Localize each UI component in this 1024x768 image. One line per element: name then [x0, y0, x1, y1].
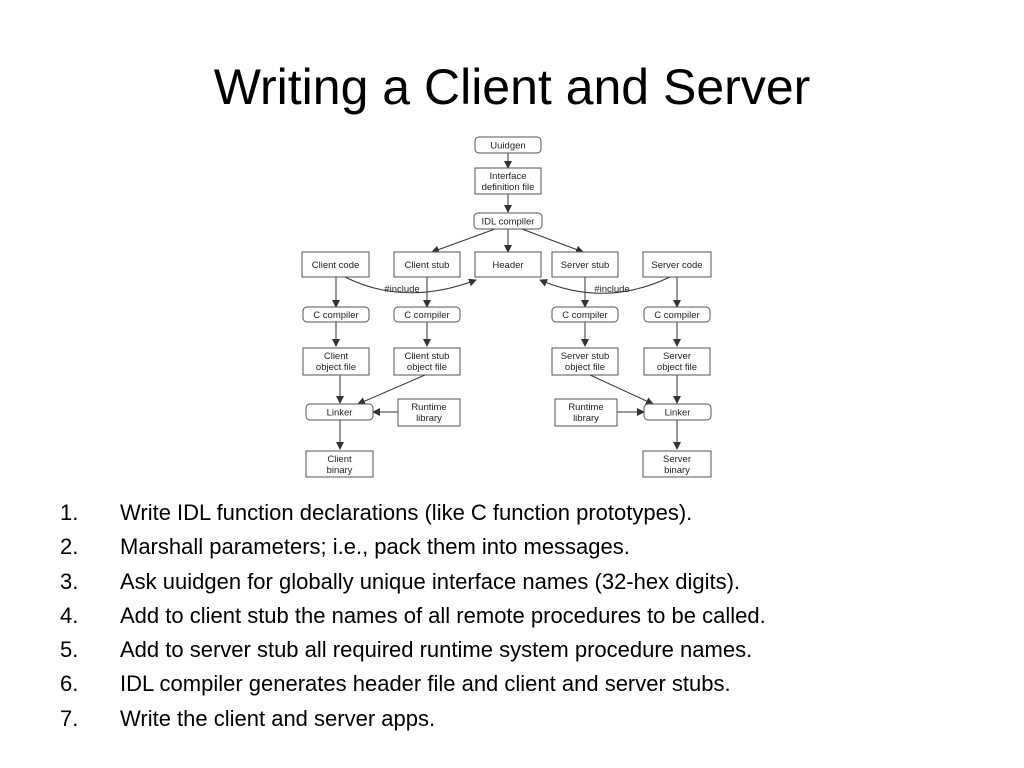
arrow-server-stub-obj-to-linker	[589, 374, 654, 405]
list-item: 2. Marshall parameters; i.e., pack them i…	[60, 530, 766, 564]
svg-text:binary: binary	[327, 465, 353, 476]
svg-text:Header: Header	[492, 260, 523, 271]
svg-text:library: library	[573, 413, 599, 424]
svg-text:Server code: Server code	[651, 260, 702, 271]
client-code-box: Client code	[301, 251, 370, 278]
svg-text:Client stub: Client stub	[405, 260, 450, 271]
svg-text:object file: object file	[565, 362, 605, 373]
include-label-client: #include	[384, 284, 419, 295]
server-runtime-library-box: Runtime library	[554, 398, 618, 427]
server-linker-box: Linker	[643, 403, 712, 421]
list-item-text: Ask uuidgen for globally unique interfac…	[120, 568, 741, 594]
arrow-idl-to-server-stub	[521, 228, 584, 254]
server-object-file-box: Server object file	[643, 347, 711, 376]
svg-text:C compiler: C compiler	[313, 310, 358, 321]
list-item-number: 2.	[60, 534, 79, 560]
arrow-client-stub-obj-to-linker	[357, 374, 426, 405]
svg-text:Runtime: Runtime	[568, 402, 603, 413]
list-item-text: Add to client stub the names of all remo…	[120, 602, 766, 628]
server-code-box: Server code	[642, 251, 712, 278]
c-compiler-client-stub-box: C compiler	[393, 306, 461, 323]
svg-text:Client code: Client code	[312, 260, 360, 271]
client-binary-box: Client binary	[305, 450, 374, 478]
svg-text:object file: object file	[407, 362, 447, 373]
server-binary-box: Server binary	[642, 450, 712, 478]
svg-text:Runtime: Runtime	[411, 402, 446, 413]
list-item-text: Write IDL function declarations (like C …	[120, 500, 693, 525]
svg-text:library: library	[416, 413, 442, 424]
slide-title: Writing a Client and Server	[213, 59, 811, 115]
client-runtime-library-box: Runtime library	[397, 398, 461, 427]
svg-text:C compiler: C compiler	[562, 310, 607, 321]
svg-text:binary: binary	[664, 465, 690, 476]
svg-text:Client: Client	[327, 454, 352, 465]
svg-text:Linker: Linker	[327, 408, 353, 419]
c-compiler-server-box: C compiler	[643, 306, 711, 323]
list-item-number: 6.	[60, 671, 79, 697]
connectors	[332, 153, 681, 450]
svg-text:C compiler: C compiler	[404, 310, 449, 321]
svg-text:Server stub: Server stub	[561, 260, 610, 271]
svg-text:Uuidgen: Uuidgen	[490, 141, 525, 152]
steps-list: 1. Write IDL function declarations (like …	[60, 496, 766, 736]
list-item-number: 3.	[60, 568, 79, 594]
client-stub-box: Client stub	[393, 251, 461, 278]
list-item: 3. Ask uuidgen for globally unique interf…	[60, 565, 766, 599]
header-box: Header	[474, 251, 542, 278]
rpc-build-diagram: Uuidgen Interface definition file IDL co…	[301, 136, 712, 478]
uuidgen-box: Uuidgen	[474, 136, 542, 154]
list-item-number: 1.	[60, 500, 79, 525]
list-item-number: 5.	[60, 637, 79, 663]
svg-text:object file: object file	[316, 362, 356, 373]
list-item: 1. Write IDL function declarations (like …	[60, 496, 766, 530]
svg-text:object file: object file	[657, 362, 697, 373]
include-label-server: #include	[594, 284, 629, 295]
arrow-idl-to-client-stub	[431, 228, 496, 254]
list-item: 6. IDL compiler generates header file and…	[60, 667, 766, 701]
svg-text:Interface: Interface	[490, 171, 527, 182]
list-item-text: Write the client and server apps.	[120, 705, 436, 731]
interface-definition-file-box: Interface definition file	[474, 167, 542, 195]
list-item-text: Add to server stub all required runtime …	[120, 637, 753, 663]
c-compiler-client-box: C compiler	[302, 306, 370, 323]
include-curve-server	[539, 276, 671, 294]
list-item: 5. Add to server stub all required runtim…	[60, 633, 766, 667]
client-linker-box: Linker	[305, 403, 374, 421]
svg-text:Server: Server	[663, 351, 691, 362]
svg-text:definition file: definition file	[482, 182, 535, 193]
svg-text:IDL compiler: IDL compiler	[482, 217, 535, 228]
svg-text:C compiler: C compiler	[654, 310, 699, 321]
idl-compiler-box: IDL compiler	[473, 212, 543, 230]
c-compiler-server-stub-box: C compiler	[551, 306, 619, 323]
server-stub-object-file-box: Server stub object file	[551, 347, 619, 376]
list-item: 7. Write the client and server apps.	[60, 702, 766, 736]
list-item: 4. Add to client stub the names of all re…	[60, 599, 766, 633]
client-object-file-box: Client object file	[302, 347, 370, 376]
svg-text:Client stub: Client stub	[405, 351, 450, 362]
svg-text:Server stub: Server stub	[561, 351, 610, 362]
server-stub-box: Server stub	[551, 251, 619, 278]
client-stub-object-file-box: Client stub object file	[393, 347, 461, 376]
list-item-number: 7.	[60, 705, 79, 731]
svg-text:Client: Client	[324, 351, 349, 362]
svg-text:Linker: Linker	[665, 408, 691, 419]
list-item-number: 4.	[60, 602, 79, 628]
list-item-text: IDL compiler generates header file and c…	[120, 671, 731, 697]
include-curve-client	[344, 276, 477, 294]
svg-text:Server: Server	[663, 454, 691, 465]
list-item-text: Marshall parameters; i.e., pack them int…	[120, 534, 630, 560]
